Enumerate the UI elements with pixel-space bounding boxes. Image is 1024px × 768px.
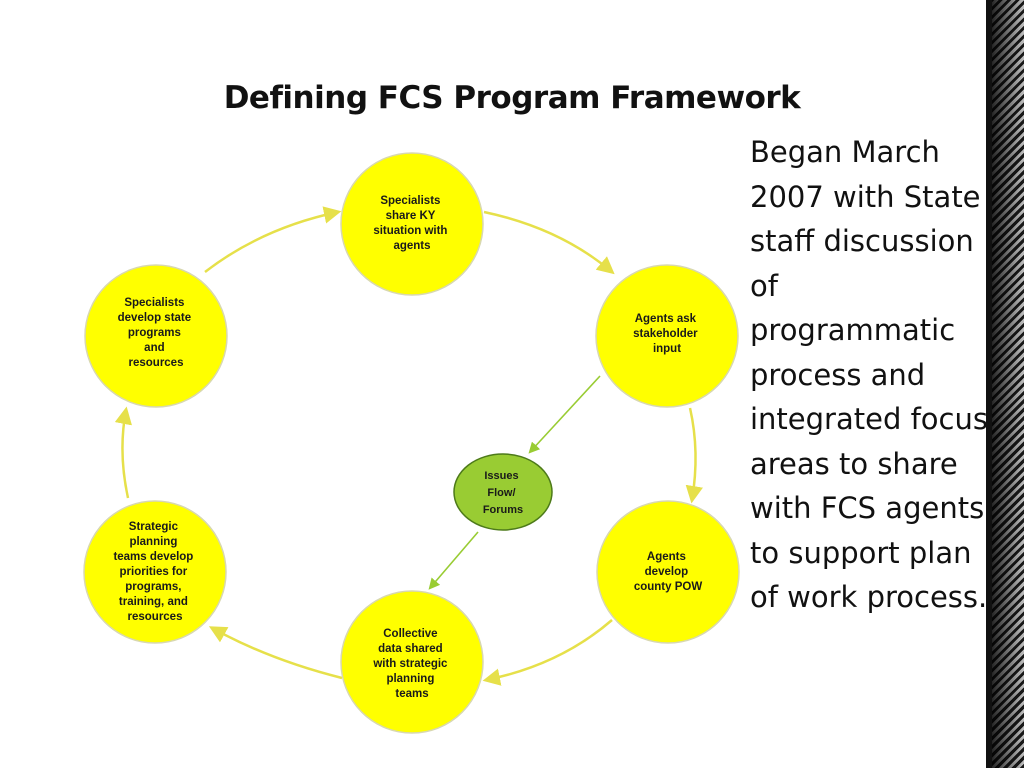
- node-develop-line: resources: [129, 357, 184, 369]
- node-develop-line: Specialists: [124, 297, 184, 309]
- arrow-pow-to-collective: [482, 619, 613, 686]
- arrow-develop-to-share: [204, 206, 342, 273]
- node-strategic-line: planning: [129, 536, 177, 548]
- svg-text:Specialists develop st: Specialists develop state programs and r…: [118, 297, 195, 369]
- node-stakeholder-line: input: [653, 343, 681, 355]
- node-develop-line: programs: [128, 327, 181, 339]
- node-stakeholder-line: Agents ask: [635, 313, 697, 325]
- svg-text:Strategic planning: Strategic planning teams develop priorit…: [113, 521, 196, 623]
- arrow-share-to-stakeholder: [483, 210, 615, 275]
- svg-text:Collective data shared: Collective data shared with strategic pl…: [372, 628, 450, 700]
- node-strategic-line: resources: [128, 611, 183, 623]
- arrow-strategic-to-develop: [114, 406, 132, 499]
- node-pow: Agents develop county POW: [596, 500, 740, 644]
- node-strategic-line: training, and: [119, 596, 188, 608]
- arrow-stakeholder-to-pow: [685, 407, 703, 504]
- node-collective-line: planning: [386, 673, 434, 685]
- node-stakeholder: Agents ask stakeholder input: [595, 264, 739, 408]
- center-arrows: [428, 375, 601, 590]
- node-collective-line: with strategic: [372, 658, 448, 670]
- node-collective-line: data shared: [378, 643, 443, 655]
- side-description: Began March 2007 with State staff discus…: [750, 135, 988, 614]
- node-strategic-line: Strategic: [129, 521, 179, 533]
- node-collective: Collective data shared with strategic pl…: [340, 590, 484, 734]
- arrow-stakeholder-to-issues: [528, 375, 601, 454]
- decorative-border: [986, 0, 1024, 768]
- slide-title: Defining FCS Program Framework: [223, 80, 801, 116]
- node-strategic-line: priorities for: [120, 566, 188, 578]
- svg-text:Agents develop: Agents develop county POW: [634, 551, 703, 593]
- node-pow-line: develop: [645, 566, 688, 578]
- svg-text:Issues Flow/ F: Issues Flow/ Forums: [483, 470, 523, 516]
- arrow-collective-to-strategic: [208, 626, 343, 680]
- node-collective-line: teams: [395, 688, 428, 700]
- node-share-line: share KY: [386, 210, 436, 222]
- node-issues-line: Issues: [484, 470, 518, 482]
- node-issues: Issues Flow/ Forums: [453, 453, 553, 531]
- arrow-issues-to-collective: [428, 531, 479, 590]
- node-strategic-line: teams develop: [113, 551, 193, 563]
- node-strategic-line: programs,: [125, 581, 181, 593]
- node-strategic: Strategic planning teams develop priorit…: [83, 500, 227, 644]
- node-pow-line: county POW: [634, 581, 703, 593]
- node-issues-line: Forums: [483, 504, 523, 516]
- node-develop-line: develop state: [118, 312, 192, 324]
- node-stakeholder-line: stakeholder: [633, 328, 698, 340]
- node-issues-line: Flow/: [487, 487, 515, 499]
- node-share: Specialists share KY situation with agen…: [340, 152, 484, 296]
- cycle-arrows: [114, 206, 703, 686]
- node-share-line: situation with: [373, 225, 447, 237]
- node-share-line: agents: [393, 240, 430, 252]
- svg-text:Specialists share KY: Specialists share KY situation with agen…: [373, 195, 450, 252]
- node-pow-line: Agents: [647, 551, 686, 563]
- node-develop-line: and: [144, 342, 164, 354]
- node-share-line: Specialists: [380, 195, 440, 207]
- node-develop: Specialists develop state programs and r…: [84, 264, 228, 408]
- svg-text:Agents ask stakeholder: Agents ask stakeholder input: [633, 313, 701, 355]
- node-collective-line: Collective: [383, 628, 437, 640]
